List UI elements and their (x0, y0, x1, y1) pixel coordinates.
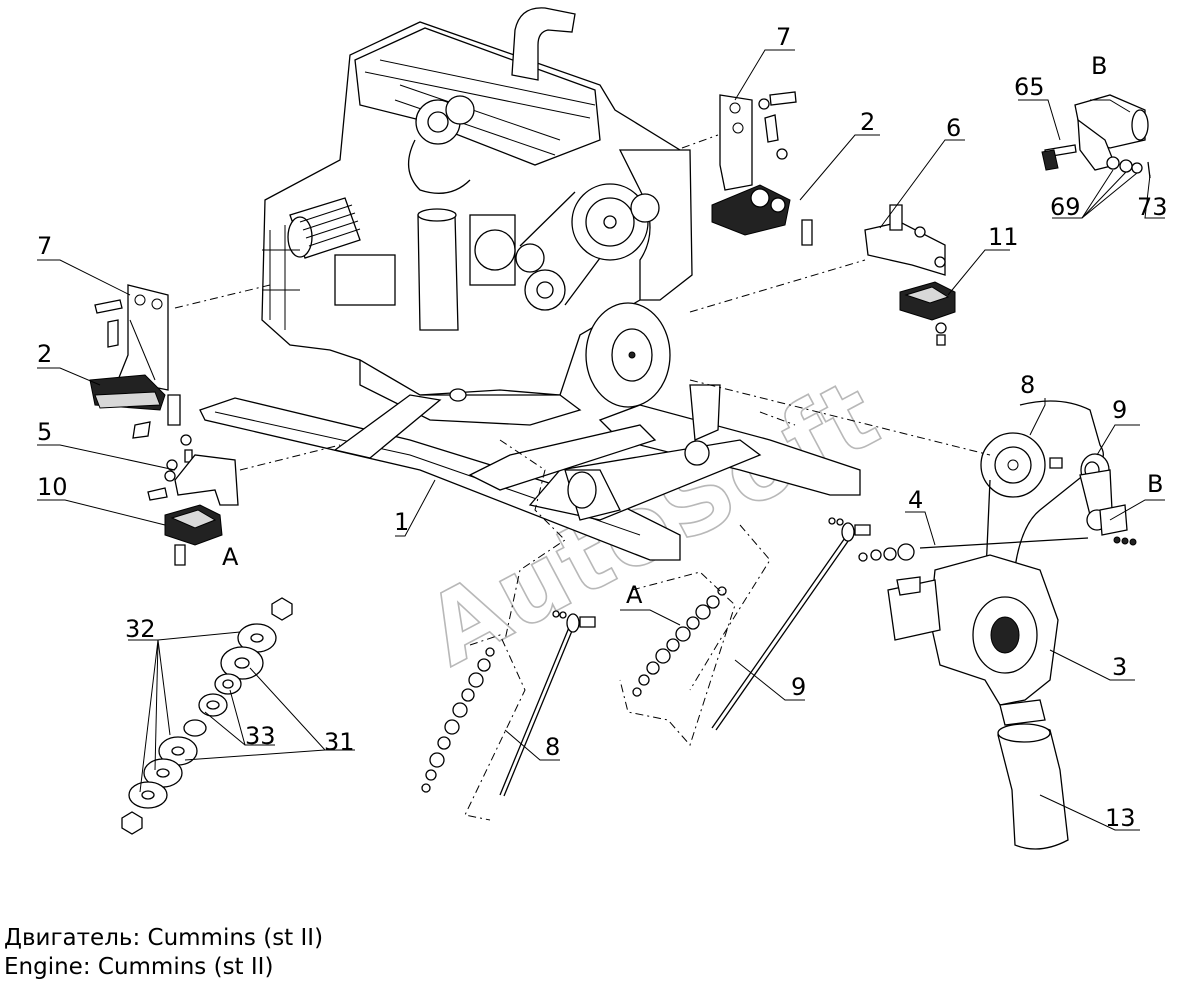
engine-frame (199, 384, 861, 561)
washer-stack-a (632, 586, 727, 697)
callout-11-left: 10 (37, 473, 68, 501)
callout-69: 69 (1050, 193, 1081, 221)
exploded-assembly-diagram: AutoSoft (37, 7, 1168, 850)
tie-rods (499, 517, 871, 797)
callout-65: 65 (1014, 73, 1045, 101)
callout-33: 33 (245, 722, 276, 750)
rubber-bushing-stack (121, 597, 293, 835)
callout-2-top: 2 (860, 108, 875, 136)
left-mount-group (89, 284, 239, 566)
callout-5: 5 (37, 418, 52, 446)
pulley-belt-group (858, 400, 1137, 610)
callout-9-left: 8 (545, 733, 560, 761)
callout-4: 4 (908, 486, 923, 514)
callout-6: 6 (946, 114, 961, 142)
view-label-a-stack: A (626, 581, 643, 609)
callout-10: 9 (1112, 396, 1127, 424)
leader-lines (37, 49, 1165, 831)
callout-73: 73 (1137, 193, 1168, 221)
view-label-b-right: B (1147, 470, 1163, 498)
callout-7-top: 7 (776, 23, 791, 51)
callout-9-right: 9 (791, 673, 806, 701)
view-b-detail (1041, 94, 1151, 179)
assembly-axes (174, 134, 991, 821)
callout-11-right: 11 (988, 223, 1019, 251)
callout-labels: 7 2 6 11 65 69 73 7 2 5 10 1 8 9 4 3 13 … (37, 23, 1168, 832)
fan-housing-group (887, 554, 1069, 850)
callout-8: 8 (1020, 371, 1035, 399)
callout-7-left: 7 (37, 232, 52, 260)
callout-32: 32 (125, 615, 156, 643)
view-label-b-top: B (1091, 52, 1107, 80)
callout-31: 31 (324, 728, 355, 756)
callout-13: 13 (1105, 804, 1136, 832)
right-mount-group (711, 91, 956, 346)
callout-2-left: 2 (37, 340, 52, 368)
caption-english: Engine: Cummins (st II) (4, 954, 274, 980)
callout-3: 3 (1112, 653, 1127, 681)
caption-russian: Двигатель: Cummins (st II) (4, 925, 324, 951)
washer-stack-rod9 (421, 647, 495, 793)
callout-1: 1 (394, 508, 409, 536)
view-letters: A A B B (222, 52, 1163, 609)
engine-block (261, 7, 693, 426)
view-label-a-left: A (222, 543, 239, 571)
